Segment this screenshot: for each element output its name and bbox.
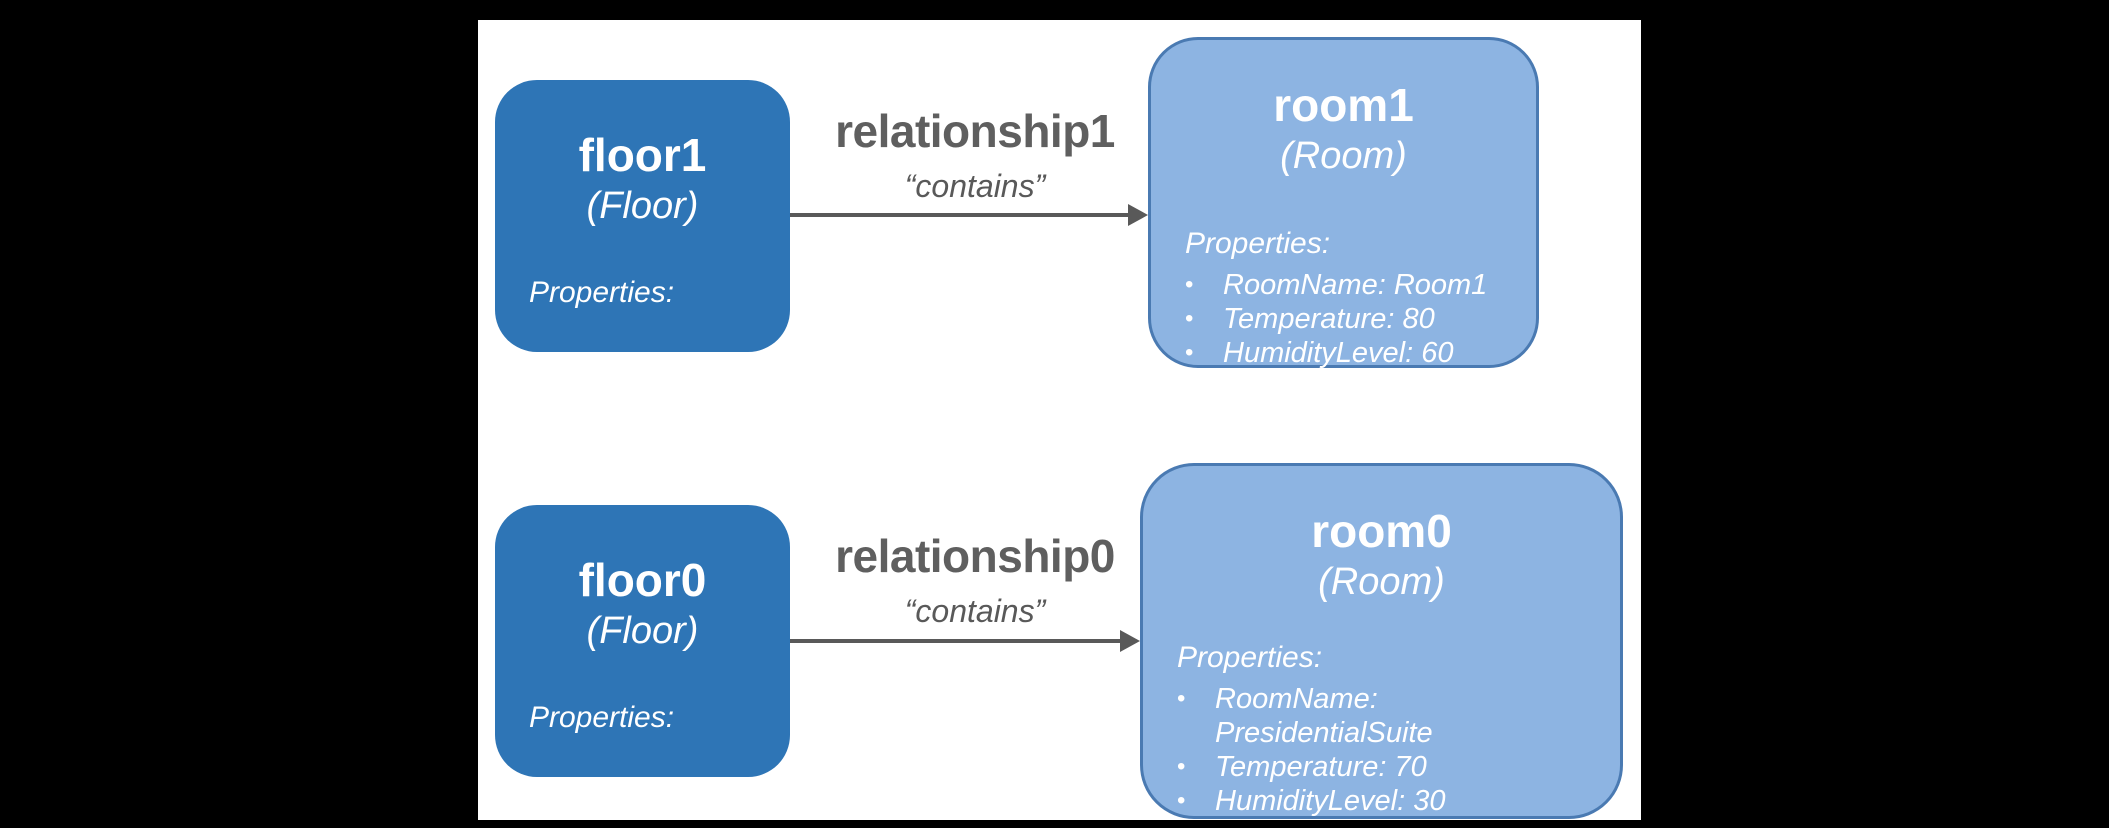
bullet-icon: • [1177,753,1186,780]
twin-node-header: floor1 (Floor) [495,80,790,230]
bullet-icon: • [1177,787,1186,814]
bullet-icon: • [1185,339,1194,366]
twin-node-header: room0 (Room) [1143,466,1620,606]
relationship-name-label: relationship1 [835,105,1115,157]
property-item: • Temperature: 80 [1185,302,1518,336]
twin-model-label: (Floor) [586,185,699,227]
twin-name-label: floor1 [578,129,707,181]
property-value: Temperature: 80 [1223,303,1435,335]
relationship-arrow-line [790,213,1128,217]
twin-name-label: room0 [1311,505,1452,557]
bullet-icon: • [1185,271,1194,298]
property-item: • RoomName: Room1 [1185,268,1518,302]
twin-node-room1: room1 (Room) Properties: • RoomName: Roo… [1148,37,1539,370]
property-value: RoomName: PresidentialSuite [1215,683,1433,749]
relationship-tag-label: “contains” [904,168,1046,204]
property-value: HumidityLevel: 60 [1223,337,1454,369]
diagram-canvas: floor1 (Floor) Properties: relationship1… [478,20,1641,820]
relationship-arrow-head-icon [1120,630,1140,652]
properties-list: Properties: • RoomName: Room1 • Temperat… [1185,224,1518,370]
relationship-name-label: relationship0 [835,530,1115,582]
twin-name-label: room1 [1273,79,1414,131]
twin-name-label: floor0 [578,554,707,606]
twin-model-label: (Room) [1280,135,1407,177]
relationship-arrow-line [790,639,1120,643]
twin-node-floor0: floor0 (Floor) Properties: [495,505,790,777]
property-item: • Temperature: 70 [1177,750,1602,784]
twin-model-label: (Room) [1318,561,1445,603]
twin-model-label: (Floor) [586,610,699,652]
properties-list: Properties: • RoomName: PresidentialSuit… [1177,638,1602,818]
property-value: Temperature: 70 [1215,751,1427,783]
property-value: RoomName: Room1 [1223,269,1488,301]
properties-label: Properties: [1177,641,1323,674]
property-item: • RoomName: PresidentialSuite [1177,682,1602,750]
property-value: HumidityLevel: 30 [1215,785,1446,817]
properties-label: Properties: [529,701,675,734]
relationship-tag-label: “contains” [904,593,1046,629]
twin-node-header: floor0 (Floor) [495,505,790,655]
properties-label: Properties: [1185,227,1331,260]
twin-node-room0: room0 (Room) Properties: • RoomName: Pre… [1140,463,1623,819]
bullet-icon: • [1185,305,1194,332]
twin-node-floor1: floor1 (Floor) Properties: [495,80,790,352]
relationship-arrow-head-icon [1128,204,1148,226]
twin-node-header: room1 (Room) [1151,40,1536,180]
bullet-icon: • [1177,685,1186,712]
properties-label: Properties: [529,276,675,309]
property-item: • HumidityLevel: 60 [1185,336,1518,370]
property-item: • HumidityLevel: 30 [1177,784,1602,818]
